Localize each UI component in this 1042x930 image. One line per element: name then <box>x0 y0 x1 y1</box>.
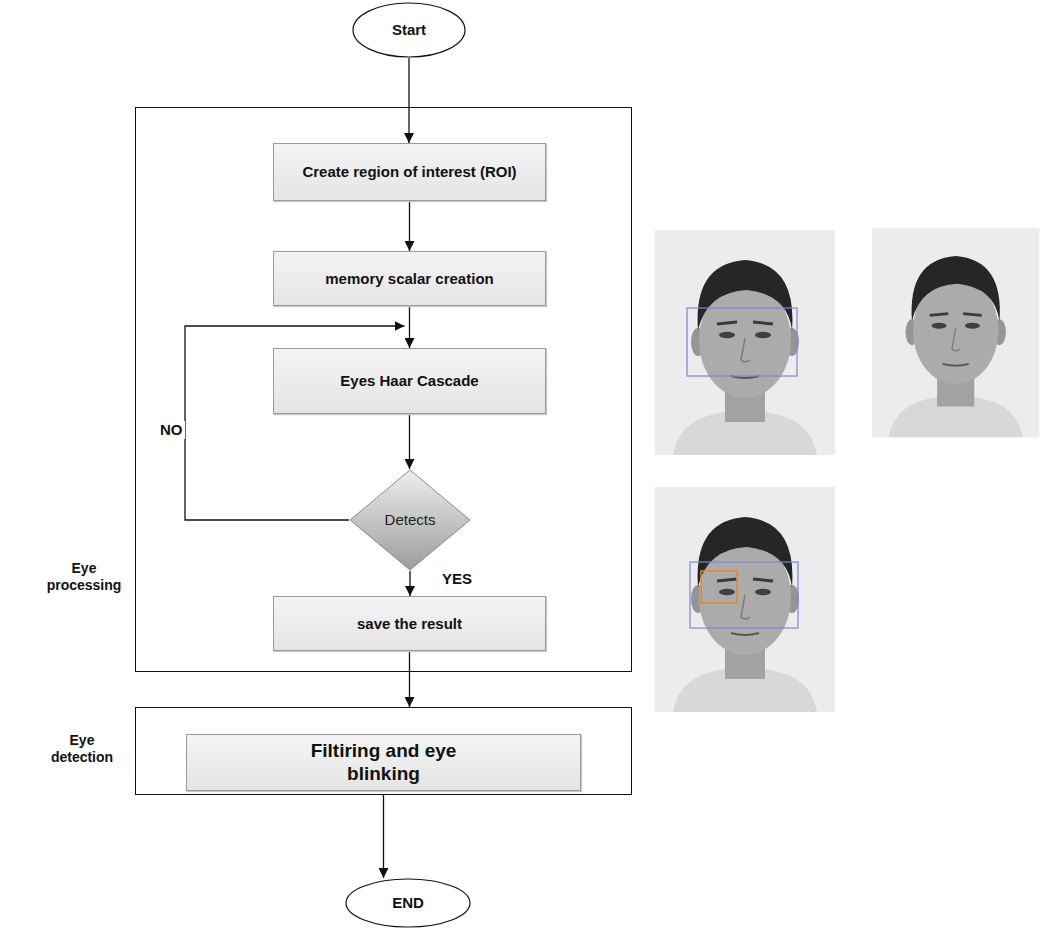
group-label: Eye processing <box>39 560 129 594</box>
edge-label: NO <box>158 421 185 439</box>
terminal-ellipse: Start <box>352 2 466 58</box>
process-box: Eyes Haar Cascade <box>273 348 546 414</box>
node-label: END <box>392 894 424 912</box>
flow-arrow <box>408 58 409 143</box>
process-box: save the result <box>273 596 546 651</box>
node-label: Eyes Haar Cascade <box>340 372 478 390</box>
node-label: Start <box>392 21 426 39</box>
flow-arrow <box>409 414 410 469</box>
node-label: memory scalar creation <box>325 270 493 288</box>
process-box: Create region of interest (ROI) <box>273 143 546 201</box>
flow-arrow <box>409 571 410 596</box>
decision-diamond: Detects <box>349 469 471 571</box>
process-box: memory scalar creation <box>273 251 546 306</box>
face-photo <box>872 228 1039 437</box>
node-label: Create region of interest (ROI) <box>302 163 516 181</box>
flow-arrow <box>383 795 384 878</box>
face-photo <box>655 487 835 712</box>
node-label: Filtiring and eye blinking <box>284 740 484 786</box>
process-group: Eye processingCreate region of interest … <box>135 107 632 672</box>
flow-arrow <box>409 201 410 251</box>
process-group: Eye detectionFiltiring and eye blinking <box>135 707 632 795</box>
process-box: Filtiring and eye blinking <box>186 734 581 791</box>
edge-label: YES <box>440 570 474 588</box>
node-label: Detects <box>385 511 436 529</box>
face-photo <box>655 230 835 455</box>
group-label: Eye detection <box>37 732 127 766</box>
terminal-ellipse: END <box>345 878 471 928</box>
flow-arrow <box>409 306 410 348</box>
flow-arrow <box>409 651 410 707</box>
node-label: save the result <box>357 615 462 633</box>
